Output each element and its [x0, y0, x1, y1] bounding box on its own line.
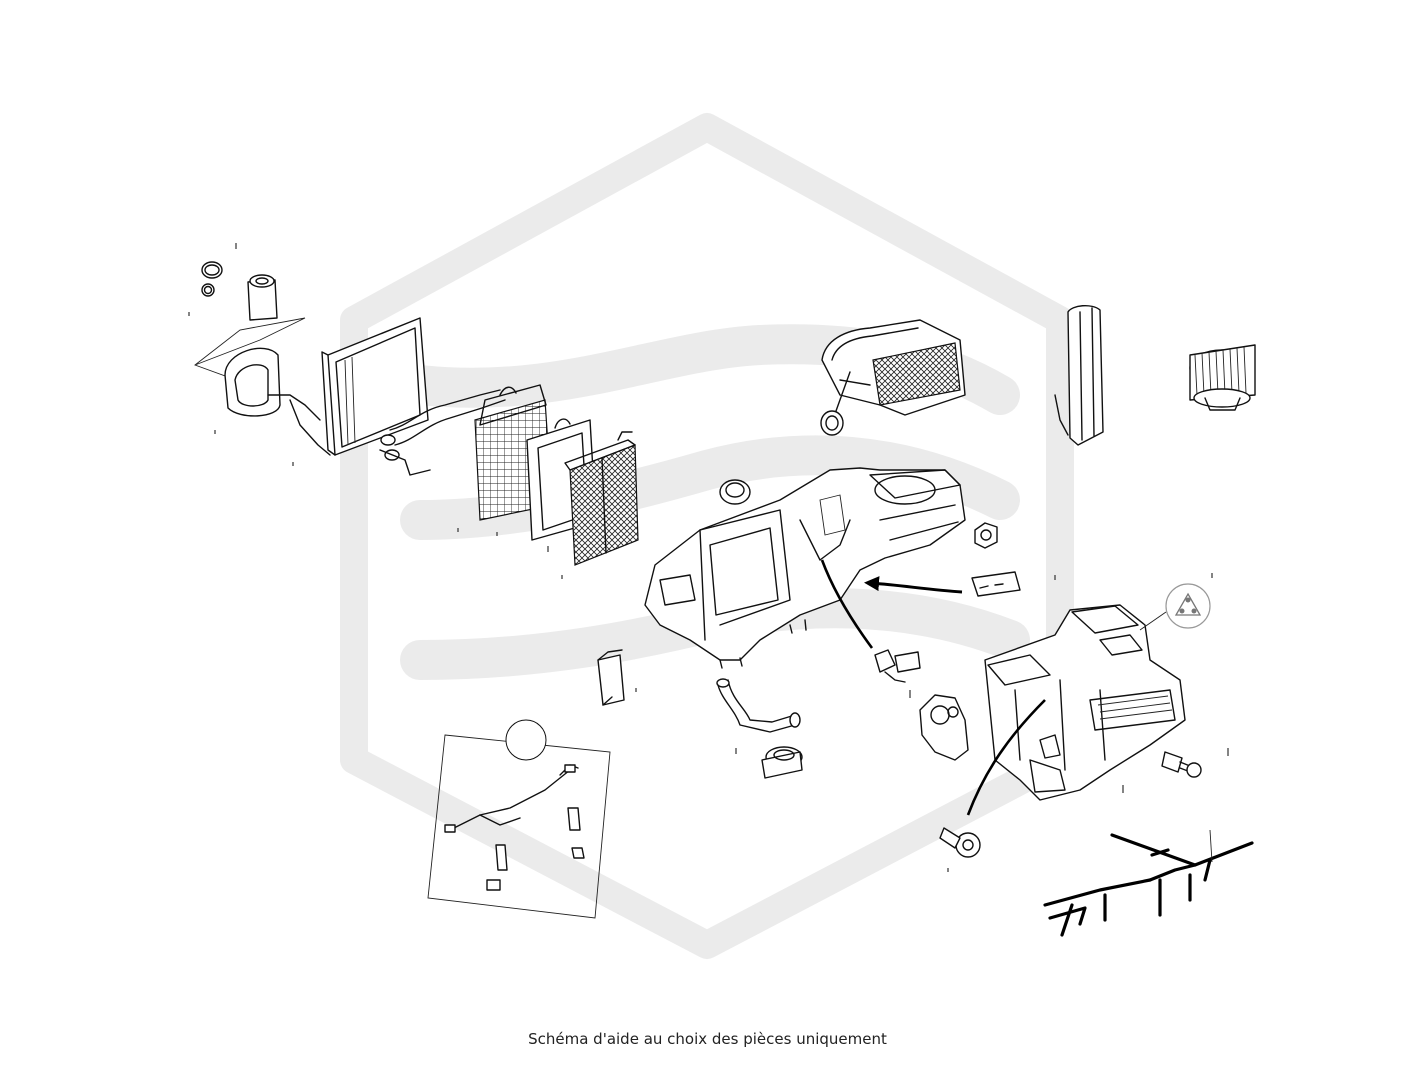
arrow-part	[820, 559, 1046, 816]
hex-nut-part[interactable]	[974, 522, 998, 549]
triangle-connector-part[interactable]	[1139, 583, 1211, 631]
distribution-housing-part[interactable]	[984, 604, 1186, 801]
resistor-module-part[interactable]	[971, 571, 1021, 597]
blower-motor-part[interactable]	[1189, 344, 1256, 411]
drain-hose-part[interactable]	[716, 678, 801, 733]
blend-housing-part[interactable]	[820, 319, 966, 436]
evaporator-seal-part[interactable]	[224, 347, 331, 456]
diagram-caption: Schéma d'aide au choix des pièces unique…	[528, 1030, 887, 1048]
cabin-filter-part[interactable]	[564, 431, 639, 566]
main-wiring-harness-part[interactable]	[1043, 829, 1254, 937]
hvac-housing-part[interactable]	[644, 467, 966, 669]
air-duct-part[interactable]	[1054, 305, 1104, 446]
wiring-harness-inset[interactable]	[427, 719, 611, 919]
actuator-motor-part[interactable]	[761, 746, 803, 779]
housing-cap-part[interactable]	[719, 479, 751, 505]
bolt-part[interactable]	[1161, 751, 1202, 778]
reference-ticks	[188, 243, 1229, 872]
expansion-valve-part[interactable]	[194, 261, 306, 386]
evaporator-core-part[interactable]	[321, 317, 506, 476]
flap-motor-part[interactable]	[919, 694, 969, 761]
sensor-connector-part[interactable]	[874, 649, 921, 683]
bolt-part[interactable]	[939, 827, 981, 858]
mounting-bracket-part[interactable]	[597, 649, 625, 706]
